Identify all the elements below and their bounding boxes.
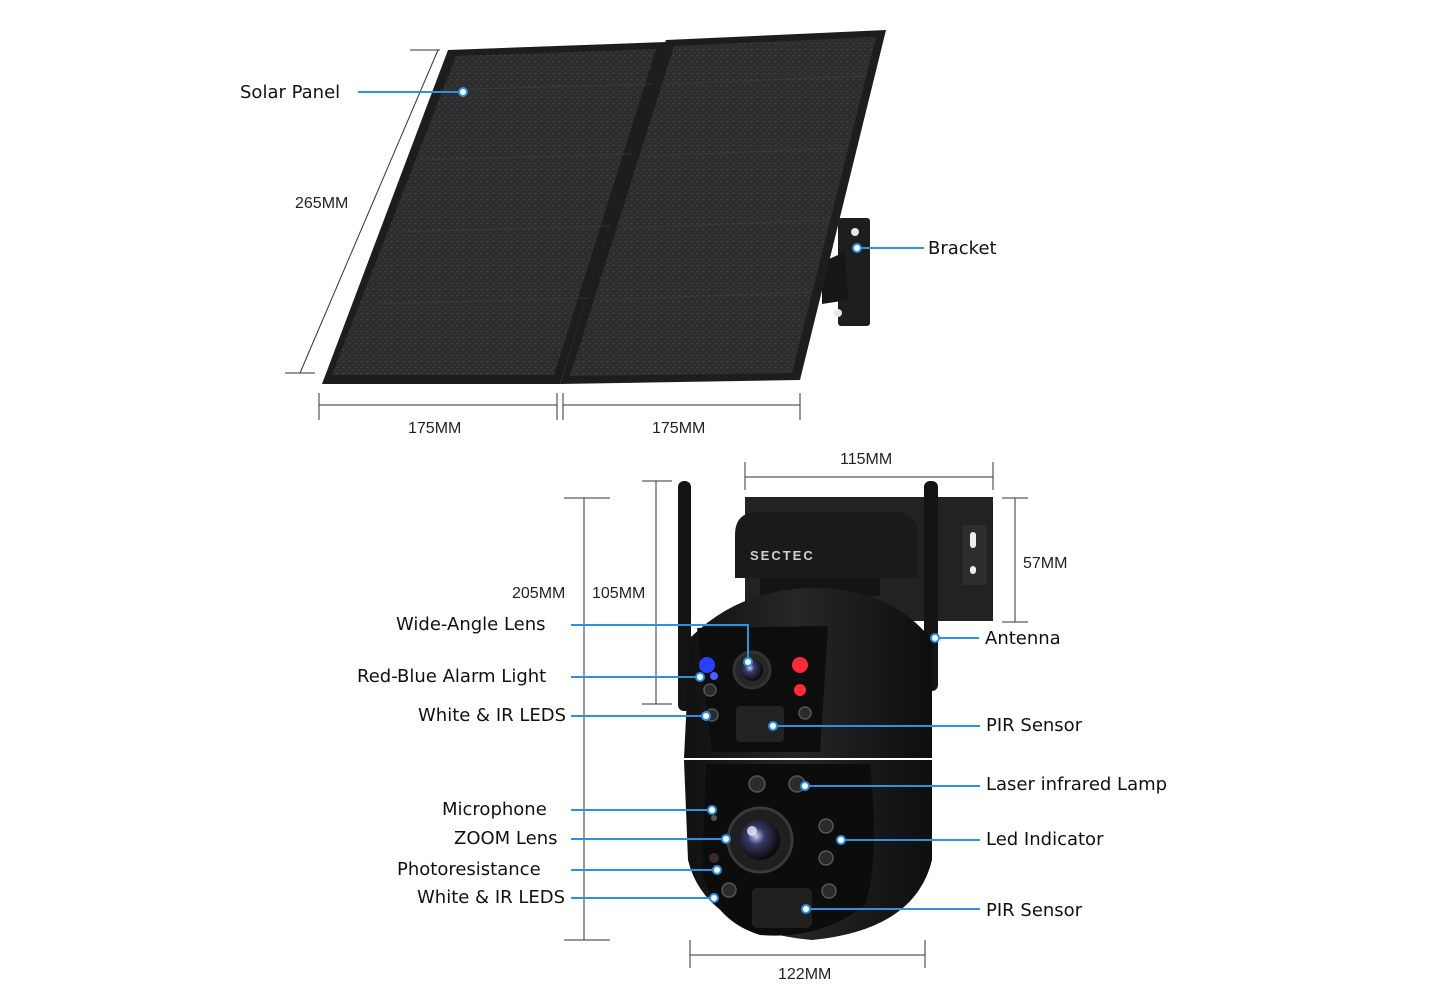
brand-logo: SECTEC — [750, 548, 815, 563]
antenna-left — [678, 481, 691, 711]
mount-height-dimension: 57MM — [1002, 497, 1067, 623]
panel-width-dimension: 175MM 175MM — [318, 393, 801, 437]
pir-sensor-bottom — [752, 888, 812, 928]
mount-width-label: 115MM — [840, 451, 892, 468]
camera-illustration: SECTEC — [678, 481, 993, 940]
pir-sensor-top-label: PIR Sensor — [986, 715, 1083, 736]
camera-height-dimension: 205MM — [512, 497, 610, 941]
head-height-dimension: 105MM — [592, 480, 672, 705]
callout-white-ir-leds-bottom: White & IR LEDS — [417, 887, 719, 908]
callout-laser-infrared-lamp: Laser infrared Lamp — [800, 774, 1167, 795]
pir-sensor-top — [736, 706, 784, 742]
panel-width-right-label: 175MM — [652, 420, 705, 437]
antenna-label: Antenna — [985, 628, 1061, 649]
microphone — [711, 815, 717, 821]
panel-height-label: 265MM — [295, 195, 348, 212]
callout-solar-panel: Solar Panel — [240, 82, 468, 103]
callout-white-ir-leds-top: White & IR LEDS — [418, 705, 711, 726]
callout-photoresistance: Photoresistance — [397, 859, 722, 880]
callout-led-indicator: Led Indicator — [836, 829, 1104, 850]
callout-bracket: Bracket — [852, 238, 997, 259]
callout-antenna: Antenna — [930, 628, 1061, 649]
laser-infrared-lamp-label: Laser infrared Lamp — [986, 774, 1167, 795]
panel-width-left-label: 175MM — [408, 420, 461, 437]
microphone-label: Microphone — [442, 799, 547, 820]
zoom-lens-label: ZOOM Lens — [454, 828, 558, 849]
camera-height-label: 205MM — [512, 585, 565, 602]
dome-width-label: 122MM — [778, 966, 831, 983]
white-ir-leds-bottom-label: White & IR LEDS — [417, 887, 565, 908]
dome-width-dimension: 122MM — [689, 940, 926, 983]
callout-microphone: Microphone — [442, 799, 717, 820]
led-indicator-label: Led Indicator — [986, 829, 1104, 850]
solar-panel-illustration — [322, 30, 886, 384]
red-blue-alarm-light-label: Red-Blue Alarm Light — [357, 666, 546, 687]
bracket-label: Bracket — [928, 238, 997, 259]
white-ir-leds-top-label: White & IR LEDS — [418, 705, 566, 726]
solar-panel-label: Solar Panel — [240, 82, 340, 103]
mount-width-dimension: 115MM — [744, 451, 994, 490]
wide-angle-lens-label: Wide-Angle Lens — [396, 614, 546, 635]
bracket-illustration — [822, 218, 870, 326]
photoresistance — [709, 853, 719, 863]
callout-zoom-lens: ZOOM Lens — [454, 828, 731, 849]
callout-red-blue-alarm-light: Red-Blue Alarm Light — [357, 666, 705, 687]
callout-wide-angle-lens: Wide-Angle Lens — [396, 614, 753, 667]
head-height-label: 105MM — [592, 585, 645, 602]
callout-pir-sensor-bottom: PIR Sensor — [801, 900, 1083, 921]
photoresistance-label: Photoresistance — [397, 859, 541, 880]
pir-sensor-bottom-label: PIR Sensor — [986, 900, 1083, 921]
mount-height-label: 57MM — [1023, 555, 1067, 572]
panel-height-dimension: 265MM — [285, 49, 440, 374]
callout-pir-sensor-top: PIR Sensor — [768, 715, 1083, 736]
red-blue-alarm-light — [699, 657, 808, 696]
